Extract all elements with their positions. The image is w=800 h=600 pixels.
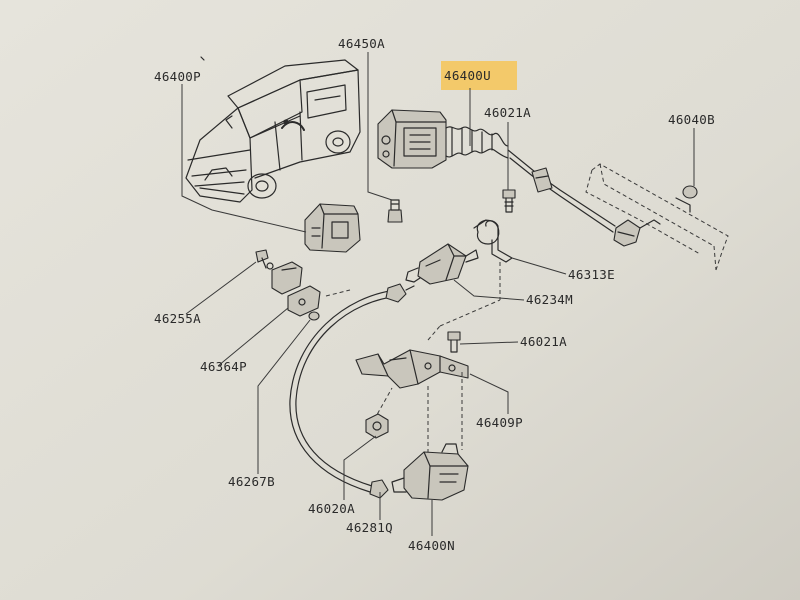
label-46281Q: 46281Q (346, 520, 393, 535)
label-46409P: 46409P (476, 415, 523, 430)
label-46040B: 46040B (668, 112, 715, 127)
label-46400P: 46400P (154, 69, 201, 84)
van-illustration (185, 59, 361, 203)
label-46364P: 46364P (200, 359, 247, 374)
alignment-lines (325, 262, 501, 460)
bolt-top (502, 189, 516, 213)
bracket-46409p (355, 349, 469, 389)
door-lock-assembly (377, 109, 509, 169)
part-labels: 46450A 46400U 46021A 46040B 46400P 46313… (154, 36, 715, 553)
nut-46020a (365, 413, 389, 439)
label-46021A-mid: 46021A (520, 334, 567, 349)
label-46400U: 46400U (444, 68, 491, 83)
label-46450A: 46450A (338, 36, 385, 51)
control-unit-part (304, 203, 361, 253)
label-46021A-top: 46021A (484, 105, 531, 120)
actuator-housing (585, 163, 729, 271)
label-46234M: 46234M (526, 292, 573, 307)
switch-46234m (405, 243, 479, 285)
release-cable (295, 295, 401, 487)
bolt-46450a (387, 199, 403, 223)
label-46020A: 46020A (308, 501, 355, 516)
cable-clamp (531, 167, 553, 193)
label-46313E: 46313E (568, 267, 615, 282)
part-number-highlight (441, 61, 517, 90)
reference-mark (200, 56, 205, 61)
leader-lines (181, 52, 695, 536)
label-46267B: 46267B (228, 474, 275, 489)
actuator-46400n (391, 443, 469, 501)
label-46400N: 46400N (408, 538, 455, 553)
clip-46313e (473, 219, 513, 263)
label-46255A: 46255A (154, 311, 201, 326)
bracket-left (255, 249, 321, 321)
bolt-mid (447, 331, 461, 353)
